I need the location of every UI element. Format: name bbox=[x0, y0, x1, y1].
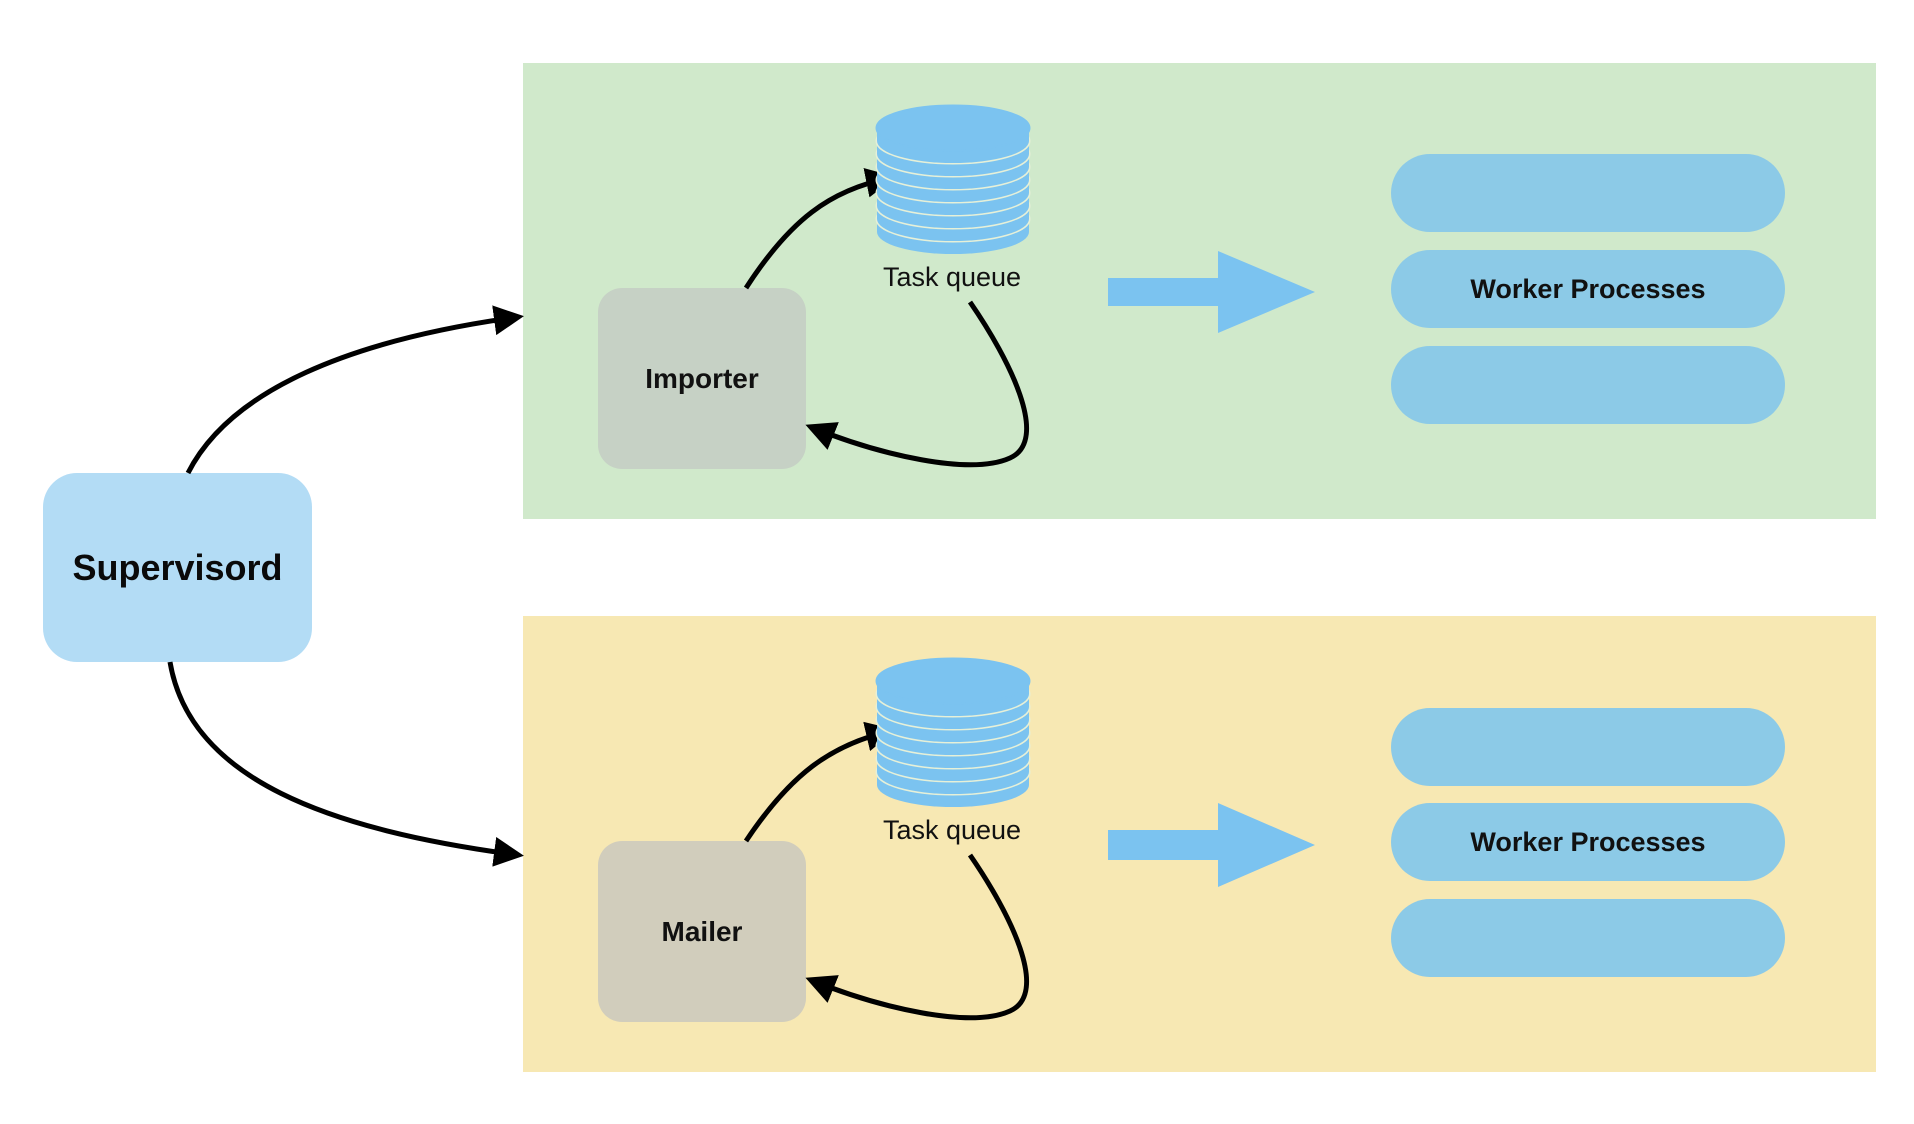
flow-arrow bbox=[1108, 251, 1315, 333]
supervisor-to-importer-arrow bbox=[185, 305, 524, 475]
mailer-label: Mailer bbox=[661, 915, 743, 947]
queue-to-mailer-arrow bbox=[805, 853, 1029, 1021]
worker-process-pill bbox=[1391, 708, 1785, 786]
mailer-node: Mailer bbox=[598, 841, 806, 1022]
supervisord-node: Supervisord bbox=[43, 473, 312, 662]
task-queue-label: Task queue bbox=[882, 815, 1022, 845]
importer-label: Importer bbox=[645, 362, 759, 394]
task-queue-database-icon bbox=[875, 657, 1031, 807]
worker-process-pill: Worker Processes bbox=[1391, 250, 1785, 328]
worker-process-pill bbox=[1391, 899, 1785, 977]
importer-to-queue-arrow bbox=[743, 168, 896, 290]
worker-process-pill bbox=[1391, 346, 1785, 424]
importer-node: Importer bbox=[598, 288, 806, 469]
flow-arrow bbox=[1108, 803, 1315, 887]
worker-process-pill bbox=[1391, 154, 1785, 232]
worker-processes-label: Worker Processes bbox=[1470, 273, 1706, 304]
worker-process-pill: Worker Processes bbox=[1391, 803, 1785, 881]
queue-to-importer-arrow bbox=[805, 300, 1029, 468]
queue-top-disk bbox=[877, 106, 1029, 150]
queue-top-disk bbox=[877, 659, 1029, 703]
supervisord-label: Supervisord bbox=[72, 546, 283, 588]
worker-processes-label: Worker Processes bbox=[1470, 826, 1706, 857]
task-queue-database-icon bbox=[875, 104, 1031, 254]
task-queue-label: Task queue bbox=[882, 262, 1022, 292]
supervisor-to-mailer-arrow bbox=[167, 661, 524, 867]
mailer-to-queue-arrow bbox=[743, 721, 896, 843]
